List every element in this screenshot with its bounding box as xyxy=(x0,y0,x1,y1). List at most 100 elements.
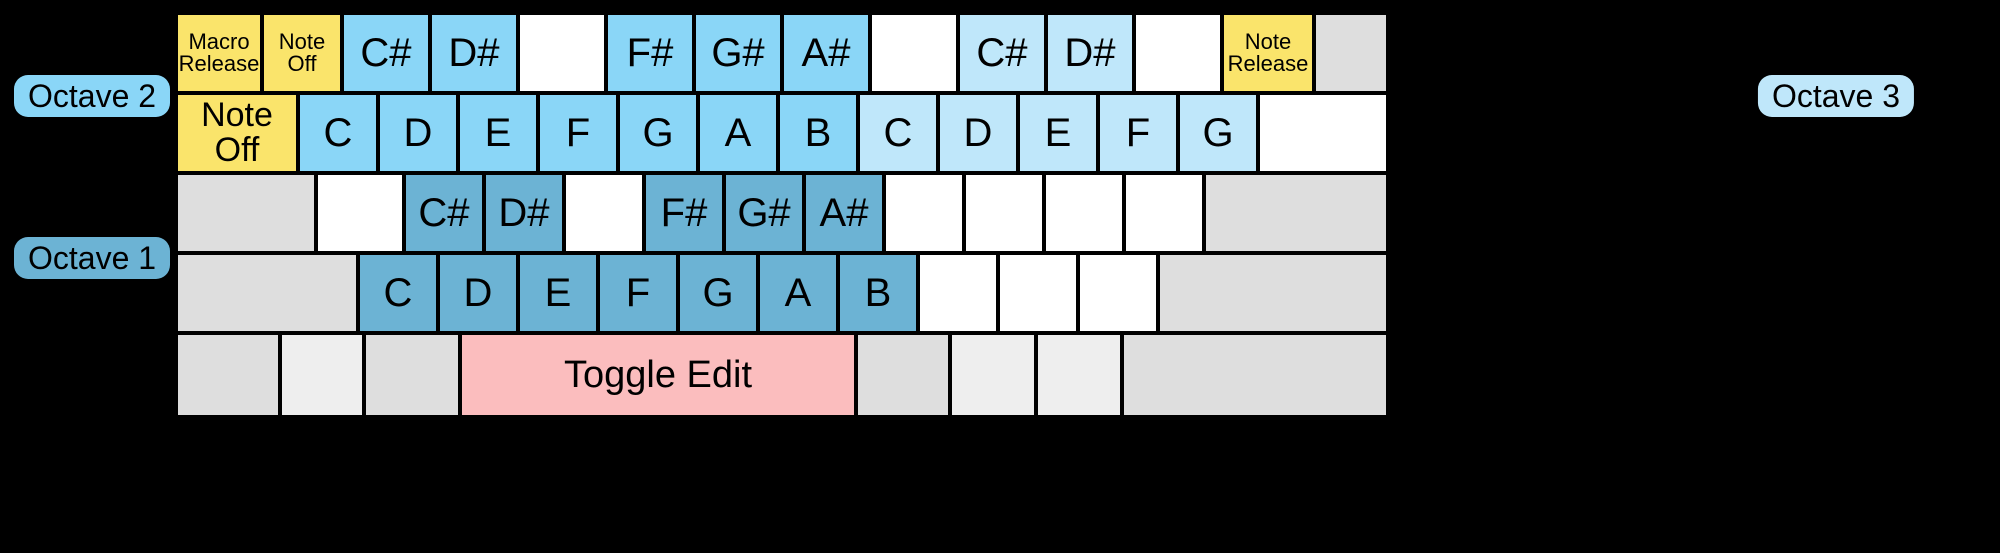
key-capslock[interactable] xyxy=(176,173,316,253)
key-o2-g-sharp[interactable]: G# xyxy=(694,13,782,93)
key-o2-d-sharp[interactable]: D# xyxy=(430,13,518,93)
key-o2-a-sharp-label: A# xyxy=(801,30,851,75)
key-o3-c-sharp-label: C# xyxy=(976,30,1028,75)
key-left-alt[interactable] xyxy=(364,333,460,417)
key-o3-d[interactable]: D xyxy=(938,93,1018,173)
key-right-ctrl[interactable] xyxy=(1122,333,1388,417)
key-o2-d-sharp-label: D# xyxy=(448,30,500,75)
key-blank-r1-c[interactable] xyxy=(1134,13,1222,93)
octave-2-badge: Octave 2 xyxy=(14,75,171,117)
key-o2-a-sharp[interactable]: A# xyxy=(782,13,870,93)
key-o2-a[interactable]: A xyxy=(698,93,778,173)
key-o3-f-label: F xyxy=(1125,110,1151,155)
key-o1-d-label: D xyxy=(463,270,493,315)
key-o2-b-label: B xyxy=(804,110,832,155)
key-o2-f-sharp-label: F# xyxy=(626,30,674,75)
key-o2-f-sharp[interactable]: F# xyxy=(606,13,694,93)
key-o2-d-label: D xyxy=(403,110,433,155)
key-enter[interactable] xyxy=(1258,93,1388,173)
key-o1-d-sharp-label: D# xyxy=(498,190,550,235)
key-o2-c-label: C xyxy=(323,110,353,155)
key-blank-r3-b[interactable] xyxy=(564,173,644,253)
key-o2-c-sharp[interactable]: C# xyxy=(342,13,430,93)
key-o1-a-sharp[interactable]: A# xyxy=(804,173,884,253)
key-left-ctrl[interactable] xyxy=(176,333,280,417)
key-o3-f[interactable]: F xyxy=(1098,93,1178,173)
key-o1-e[interactable]: E xyxy=(518,253,598,333)
key-o2-f-label: F xyxy=(565,110,591,155)
key-o2-g-sharp-label: G# xyxy=(711,30,765,75)
key-blank-r3-c[interactable] xyxy=(884,173,964,253)
key-blank-r3-a[interactable] xyxy=(316,173,404,253)
octave-1-badge: Octave 1 xyxy=(14,237,171,279)
key-o1-c[interactable]: C xyxy=(358,253,438,333)
key-o2-e-label: E xyxy=(484,110,512,155)
key-o1-g[interactable]: G xyxy=(678,253,758,333)
key-o2-a-label: A xyxy=(724,110,752,155)
key-o1-g-sharp-label: G# xyxy=(737,190,791,235)
key-blank-r3-d[interactable] xyxy=(964,173,1044,253)
key-o2-g-label: G xyxy=(642,110,674,155)
asdf-row: C# D# F# G# A# xyxy=(176,173,1388,253)
key-o2-c-sharp-label: C# xyxy=(360,30,412,75)
key-blank-r4-a[interactable] xyxy=(918,253,998,333)
key-toggle-edit-label: Toggle Edit xyxy=(563,353,752,396)
key-o1-f-sharp[interactable]: F# xyxy=(644,173,724,253)
key-o1-a[interactable]: A xyxy=(758,253,838,333)
key-o1-c-sharp[interactable]: C# xyxy=(404,173,484,253)
key-o2-b[interactable]: B xyxy=(778,93,858,173)
key-o1-f-label: F xyxy=(625,270,651,315)
key-o1-a-label: A xyxy=(784,270,812,315)
key-o1-g-sharp[interactable]: G# xyxy=(724,173,804,253)
key-menu[interactable] xyxy=(1036,333,1122,417)
key-o1-g-label: G xyxy=(702,270,734,315)
key-o1-d[interactable]: D xyxy=(438,253,518,333)
key-o3-e[interactable]: E xyxy=(1018,93,1098,173)
key-right-meta[interactable] xyxy=(950,333,1036,417)
key-right-alt[interactable] xyxy=(856,333,950,417)
key-o3-d-sharp[interactable]: D# xyxy=(1046,13,1134,93)
key-o3-c-label: C xyxy=(883,110,913,155)
key-o3-g-label: G xyxy=(1202,110,1234,155)
space-row: Toggle Edit xyxy=(176,333,1388,417)
key-blank-r4-b[interactable] xyxy=(998,253,1078,333)
key-o2-d[interactable]: D xyxy=(378,93,458,173)
key-blank-r3-f[interactable] xyxy=(1124,173,1204,253)
key-o1-c-label: C xyxy=(383,270,413,315)
key-left-meta[interactable] xyxy=(280,333,364,417)
key-o3-c[interactable]: C xyxy=(858,93,938,173)
key-o1-d-sharp[interactable]: D# xyxy=(484,173,564,253)
key-o2-f[interactable]: F xyxy=(538,93,618,173)
key-o3-c-sharp[interactable]: C# xyxy=(958,13,1046,93)
key-o2-c[interactable]: C xyxy=(298,93,378,173)
key-blank-r4-c[interactable] xyxy=(1078,253,1158,333)
key-toggle-edit[interactable]: Toggle Edit xyxy=(460,333,856,417)
key-blank-r1-b[interactable] xyxy=(870,13,958,93)
key-o3-g[interactable]: G xyxy=(1178,93,1258,173)
key-right-shift[interactable] xyxy=(1158,253,1388,333)
key-left-shift[interactable] xyxy=(176,253,358,333)
key-o1-b[interactable]: B xyxy=(838,253,918,333)
key-o1-f[interactable]: F xyxy=(598,253,678,333)
key-o2-e[interactable]: E xyxy=(458,93,538,173)
key-o3-e-label: E xyxy=(1044,110,1072,155)
key-backspace[interactable] xyxy=(1314,13,1388,93)
key-o3-d-label: D xyxy=(963,110,993,155)
key-blank-r1-a[interactable] xyxy=(518,13,606,93)
key-blank-r3-e[interactable] xyxy=(1044,173,1124,253)
key-o1-c-sharp-label: C# xyxy=(418,190,470,235)
key-blank-r3-g[interactable] xyxy=(1204,173,1388,253)
key-o2-g[interactable]: G xyxy=(618,93,698,173)
